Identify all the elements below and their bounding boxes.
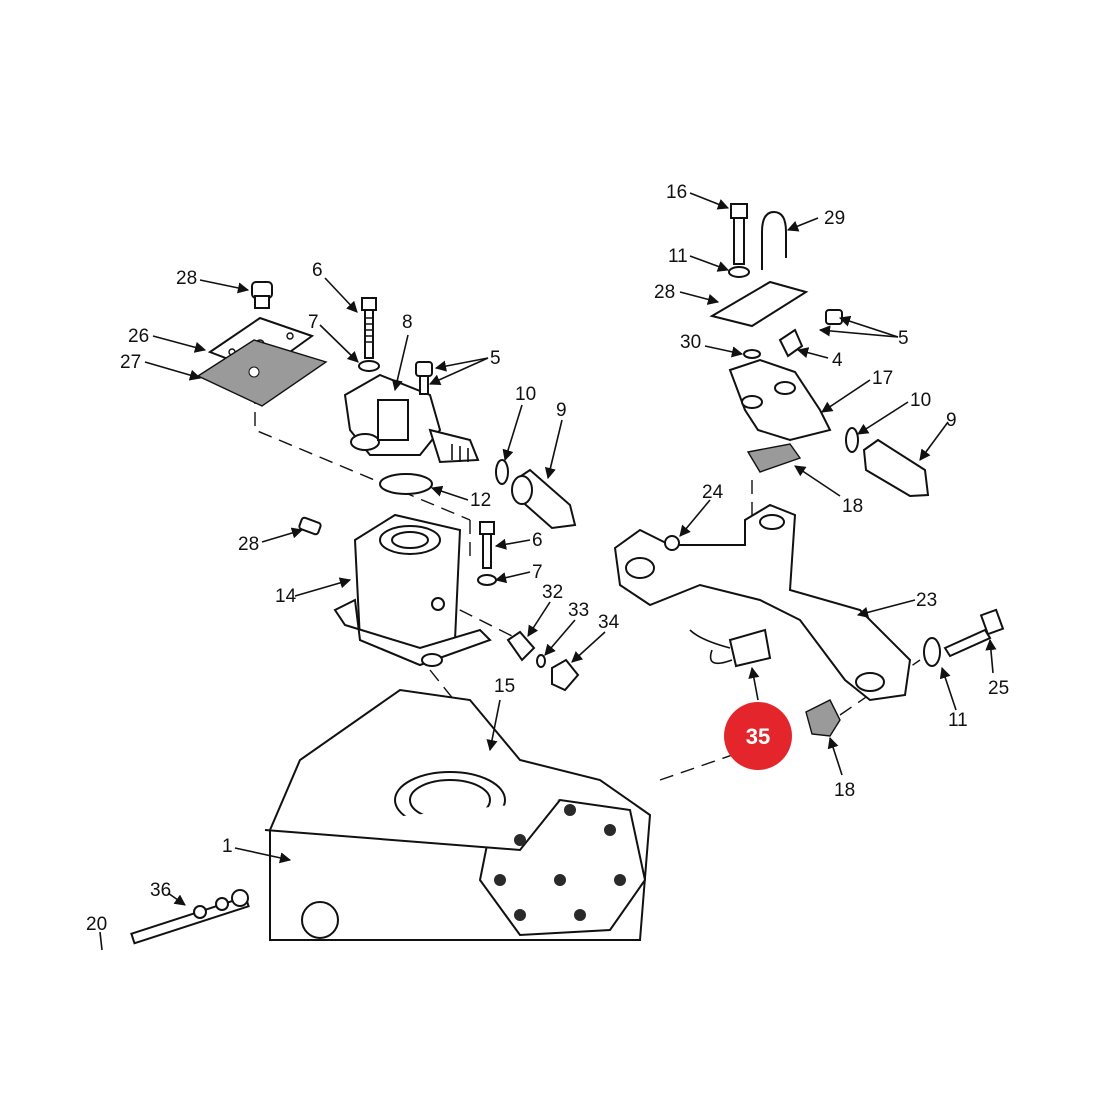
callout-12: 12 bbox=[470, 490, 491, 511]
gasket-part-18-top bbox=[746, 443, 802, 473]
highlight-callout-35[interactable]: 35 bbox=[724, 702, 792, 770]
washer-part-7-top bbox=[358, 360, 380, 372]
callout-9-right: 9 bbox=[946, 410, 957, 431]
callout-29: 28 bbox=[654, 282, 675, 303]
callout-6-lower: 6 bbox=[532, 530, 543, 551]
o-ring-part-10-left bbox=[495, 459, 509, 485]
plug-part-25 bbox=[664, 535, 680, 551]
callout-5-left: 5 bbox=[490, 348, 501, 369]
callout-27: 27 bbox=[120, 352, 141, 373]
callout-25: 24 bbox=[702, 482, 724, 503]
callout-23: 23 bbox=[916, 590, 937, 611]
valve-body-part-8 bbox=[343, 373, 480, 464]
callout-4: 4 bbox=[832, 350, 843, 371]
callout-labels: 28 26 27 6 7 8 5 10 9 12 28 14 6 7 32 33… bbox=[86, 182, 1009, 935]
plug-part-28-top bbox=[251, 281, 273, 309]
callout-30: 29 bbox=[824, 208, 845, 229]
callout-10-left: 10 bbox=[515, 384, 536, 405]
callout-11-right: 11 bbox=[948, 710, 968, 731]
gasket-part-18-bottom bbox=[805, 699, 841, 737]
pump-body-part-1 bbox=[264, 688, 652, 941]
fitting-part-32 bbox=[506, 630, 536, 662]
washer-part-11-right bbox=[923, 637, 941, 667]
tee-part-17 bbox=[728, 358, 832, 442]
callout-18-bottom: 18 bbox=[834, 780, 855, 801]
left-assembly bbox=[196, 281, 580, 692]
callout-9-left: 9 bbox=[556, 400, 567, 421]
bolt-part-16 bbox=[730, 203, 748, 265]
callout-leaders bbox=[99, 192, 997, 951]
callout-1: 1 bbox=[222, 836, 233, 857]
callout-31: 30 bbox=[680, 332, 701, 353]
callout-10-right: 10 bbox=[910, 390, 931, 411]
cap-nut-part-5-left bbox=[415, 361, 433, 395]
callout-26: 26 bbox=[128, 326, 149, 347]
housing-part-14 bbox=[333, 513, 492, 667]
manifold-part-23 bbox=[613, 503, 912, 702]
o-ring-part-10-right bbox=[845, 427, 859, 453]
highlight-badge[interactable] bbox=[724, 702, 792, 770]
callout-8: 8 bbox=[402, 312, 413, 333]
sensor-part-35 bbox=[689, 628, 772, 668]
nozzle-cap-part-9-right bbox=[862, 438, 930, 498]
callout-32: 32 bbox=[542, 582, 563, 603]
callout-34: 34 bbox=[598, 612, 620, 633]
elbow-part-4 bbox=[778, 328, 804, 358]
bracket-part-29 bbox=[709, 280, 809, 328]
nozzle-cap-part-9-left bbox=[511, 468, 577, 530]
callout-20: 20 bbox=[86, 914, 107, 935]
o-ring-part-33 bbox=[536, 654, 546, 668]
o-ring-part-12 bbox=[379, 473, 433, 495]
callout-6-top: 6 bbox=[312, 260, 323, 281]
callout-7-top: 7 bbox=[308, 312, 319, 333]
washer-part-11-top bbox=[728, 266, 750, 278]
callout-24: 25 bbox=[988, 678, 1009, 699]
callout-7-lower: 7 bbox=[532, 562, 543, 583]
callout-14: 14 bbox=[275, 586, 297, 607]
washer-part-31 bbox=[743, 349, 761, 359]
callout-28-top: 28 bbox=[176, 268, 197, 289]
callout-28-side: 28 bbox=[238, 534, 259, 555]
gasket-part-27 bbox=[196, 339, 328, 407]
right-assembly bbox=[613, 203, 1005, 737]
stud-part-36 bbox=[130, 889, 250, 945]
callout-17: 17 bbox=[872, 368, 893, 389]
cap-nut-part-5-right bbox=[825, 309, 843, 325]
bolt-part-6-lower bbox=[479, 521, 495, 569]
washer-part-7-lower bbox=[477, 574, 497, 586]
callout-5-right: 5 bbox=[898, 328, 909, 349]
bolt-part-6-top bbox=[361, 297, 377, 359]
nut-part-34 bbox=[551, 658, 580, 692]
callout-33: 33 bbox=[568, 600, 589, 621]
callout-15: 15 bbox=[494, 676, 515, 697]
highlight-label: 35 bbox=[746, 724, 770, 749]
callout-36: 36 bbox=[150, 880, 171, 901]
plug-part-28-side bbox=[298, 516, 322, 536]
u-bolt-part-30 bbox=[761, 210, 787, 270]
callout-18-top: 18 bbox=[842, 496, 863, 517]
callout-16: 16 bbox=[666, 182, 687, 203]
bolt-part-24 bbox=[943, 608, 1005, 658]
callout-11-top: 11 bbox=[668, 246, 688, 267]
